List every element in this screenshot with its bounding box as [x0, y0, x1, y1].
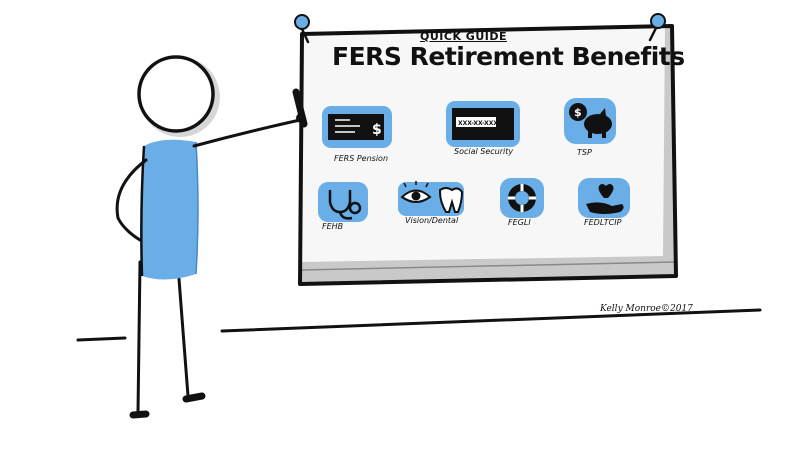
- figure-right-foot: [182, 392, 206, 403]
- figure-right-arm: [192, 118, 302, 148]
- lifebuoy-icon: [500, 178, 544, 218]
- figure-shirt: [140, 139, 198, 280]
- artist-signature: Kelly Monroe©2017: [600, 304, 693, 314]
- benefit-label-social-security: Social Security: [454, 147, 514, 156]
- board-title: FERS Retirement Benefits: [332, 42, 685, 71]
- pushpin-left-icon: [294, 14, 310, 44]
- stick-figure: [115, 55, 308, 419]
- board-subtitle: QUICK GUIDE: [420, 30, 508, 43]
- benefit-label-vision-dental: Vision/Dental: [405, 216, 459, 225]
- social-security-card-icon: XXX-XX-XXXX: [446, 101, 520, 147]
- heart-in-hand-icon: [578, 178, 630, 218]
- figure-left-arm: [115, 158, 148, 242]
- benefit-label-tsp: TSP: [577, 148, 592, 157]
- figure-right-leg: [176, 264, 190, 398]
- pushpin-right-icon: [648, 13, 666, 42]
- figure-left-leg: [136, 260, 142, 414]
- stethoscope-icon: [318, 182, 368, 222]
- svg-text:$: $: [372, 122, 382, 138]
- figure-left-foot: [129, 410, 150, 419]
- paycheck-icon: $: [322, 106, 392, 148]
- benefit-label-fers-pension: FERS Pension: [334, 154, 389, 163]
- benefit-label-fegli: FEGLI: [508, 218, 531, 227]
- benefit-label-fedltcip: FEDLTCIP: [584, 218, 622, 227]
- floor-line-right: [220, 308, 762, 333]
- eye-tooth-icon: [398, 181, 464, 216]
- benefit-label-fehb: FEHB: [322, 222, 344, 231]
- floor-line-left: [76, 336, 127, 342]
- svg-text:$: $: [574, 106, 582, 119]
- piggy-bank-icon: $: [564, 98, 616, 144]
- svg-text:XXX-XX-XXXX: XXX-XX-XXXX: [458, 120, 503, 127]
